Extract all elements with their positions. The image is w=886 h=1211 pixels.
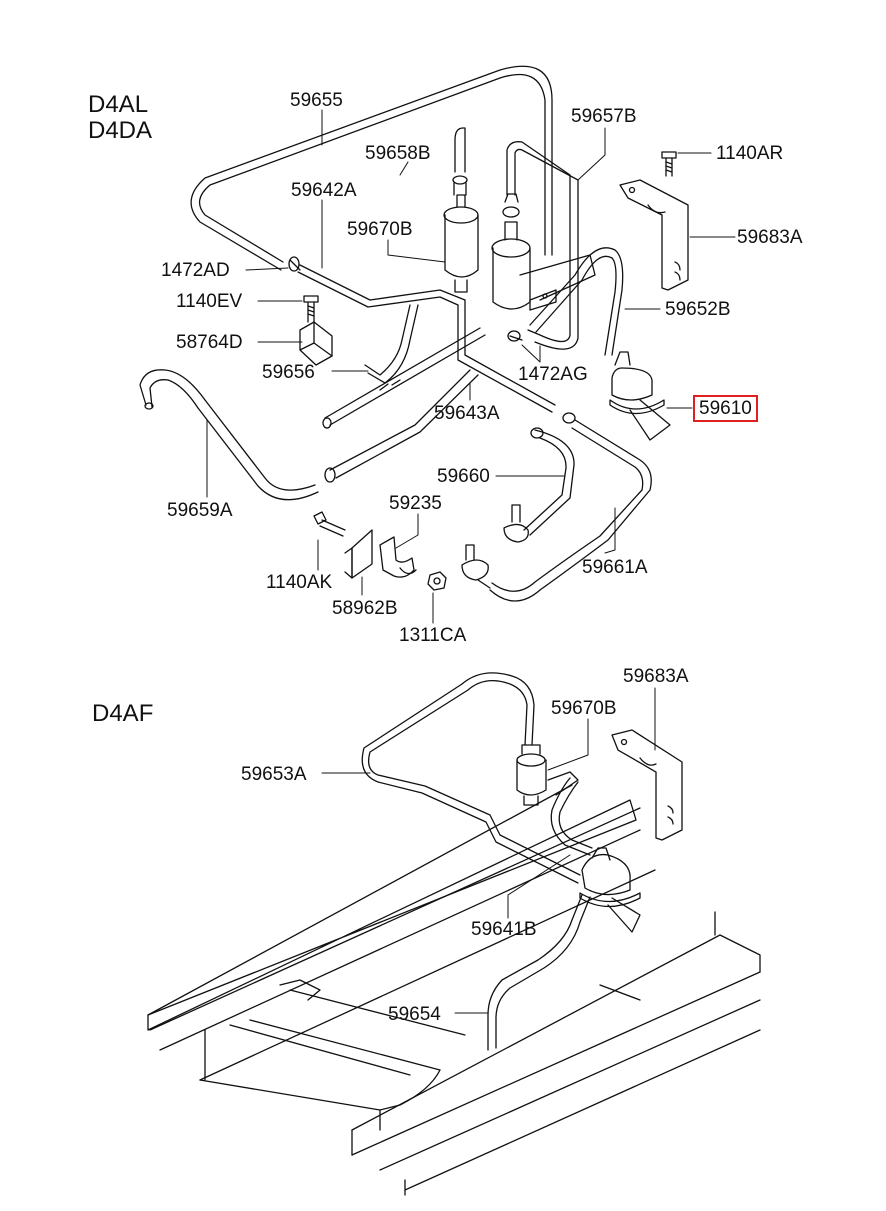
- bracket-59683A-upper: [619, 179, 689, 291]
- canister-59670B-lower: [516, 744, 579, 806]
- part-label-1140AR[interactable]: 1140AR: [716, 143, 784, 164]
- part-label-59653A[interactable]: 59653A: [241, 764, 307, 785]
- vacuum-unit-59610: [609, 351, 671, 441]
- part-label-1140EV[interactable]: 1140EV: [176, 291, 243, 312]
- bolt-1140EV: [303, 295, 319, 323]
- part-label-59656[interactable]: 59656: [262, 362, 315, 383]
- bolt-1140AK: [313, 511, 346, 537]
- part-label-1472AG[interactable]: 1472AG: [518, 364, 588, 385]
- part-label-59660[interactable]: 59660: [437, 466, 490, 487]
- engine-code-d4af: D4AF: [92, 700, 154, 727]
- part-label-59655[interactable]: 59655: [290, 90, 343, 111]
- frame-rails: [147, 784, 761, 1196]
- part-label-1140AK[interactable]: 1140AK: [266, 572, 333, 593]
- part-label-59683A[interactable]: 59683A: [737, 227, 803, 248]
- part-label-59654[interactable]: 59654: [388, 1004, 441, 1025]
- clamp-1472AG: [507, 330, 523, 342]
- part-label-1311CA[interactable]: 1311CA: [399, 625, 467, 646]
- hose-59642A: [297, 264, 556, 413]
- part-label-59659A[interactable]: 59659A: [167, 500, 233, 521]
- part-label-59661A[interactable]: 59661A: [582, 557, 648, 578]
- part-label-59657B[interactable]: 59657B: [571, 106, 637, 127]
- canister-59670B-right: [491, 193, 531, 310]
- hose-59652B: [529, 247, 624, 356]
- bolt-1140AR: [661, 151, 677, 177]
- engine-code-d4al: D4AL: [88, 91, 149, 118]
- clamp-1472AD: [288, 256, 301, 272]
- bracket-59235: [379, 536, 417, 578]
- part-label-59643A[interactable]: 59643A: [434, 403, 500, 424]
- hose-59656: [322, 304, 486, 429]
- part-label-58764D[interactable]: 58764D: [176, 332, 243, 353]
- part-label-59683A-lower[interactable]: 59683A: [623, 666, 689, 687]
- valve-59661A-end: [461, 544, 491, 589]
- leader-lines-upper: [206, 109, 736, 624]
- part-label-59235[interactable]: 59235: [389, 493, 442, 514]
- part-label-59652B[interactable]: 59652B: [665, 299, 731, 320]
- bracket-58962B: [344, 529, 373, 579]
- canister-59670B-left: [443, 194, 479, 293]
- vacuum-unit-lower: [579, 847, 641, 933]
- pipe-59658B: [452, 127, 468, 196]
- leader-lines-lower: [321, 687, 656, 1014]
- hose-59653A: [361, 672, 581, 884]
- part-label-59670B-lower[interactable]: 59670B: [551, 698, 617, 719]
- part-label-58962B[interactable]: 58962B: [332, 598, 398, 619]
- bracket-plate: [519, 254, 596, 311]
- bracket-58764D: [299, 321, 333, 366]
- part-label-59642A[interactable]: 59642A: [291, 180, 357, 201]
- hose-59659A: [139, 369, 319, 501]
- hose-59660: [503, 427, 575, 543]
- hose-59661A: [489, 412, 652, 602]
- nut-1311CA: [427, 571, 447, 591]
- part-label-59641B[interactable]: 59641B: [471, 919, 537, 940]
- pipe-59643A: [324, 369, 479, 483]
- hose-59641B: [550, 777, 593, 856]
- part-label-1472AD[interactable]: 1472AD: [161, 260, 230, 281]
- pipe-59657B: [506, 141, 579, 350]
- part-label-59610-highlighted[interactable]: 59610: [693, 395, 758, 422]
- engine-code-d4da: D4DA: [88, 117, 153, 145]
- part-label-59670B[interactable]: 59670B: [347, 219, 413, 240]
- hose-59654: [487, 894, 591, 1051]
- bracket-59683A-lower: [611, 729, 683, 841]
- engine-code-group-upper: D4AL D4DA: [88, 91, 153, 145]
- part-label-59658B[interactable]: 59658B: [365, 143, 431, 164]
- hose-59655: [190, 65, 553, 271]
